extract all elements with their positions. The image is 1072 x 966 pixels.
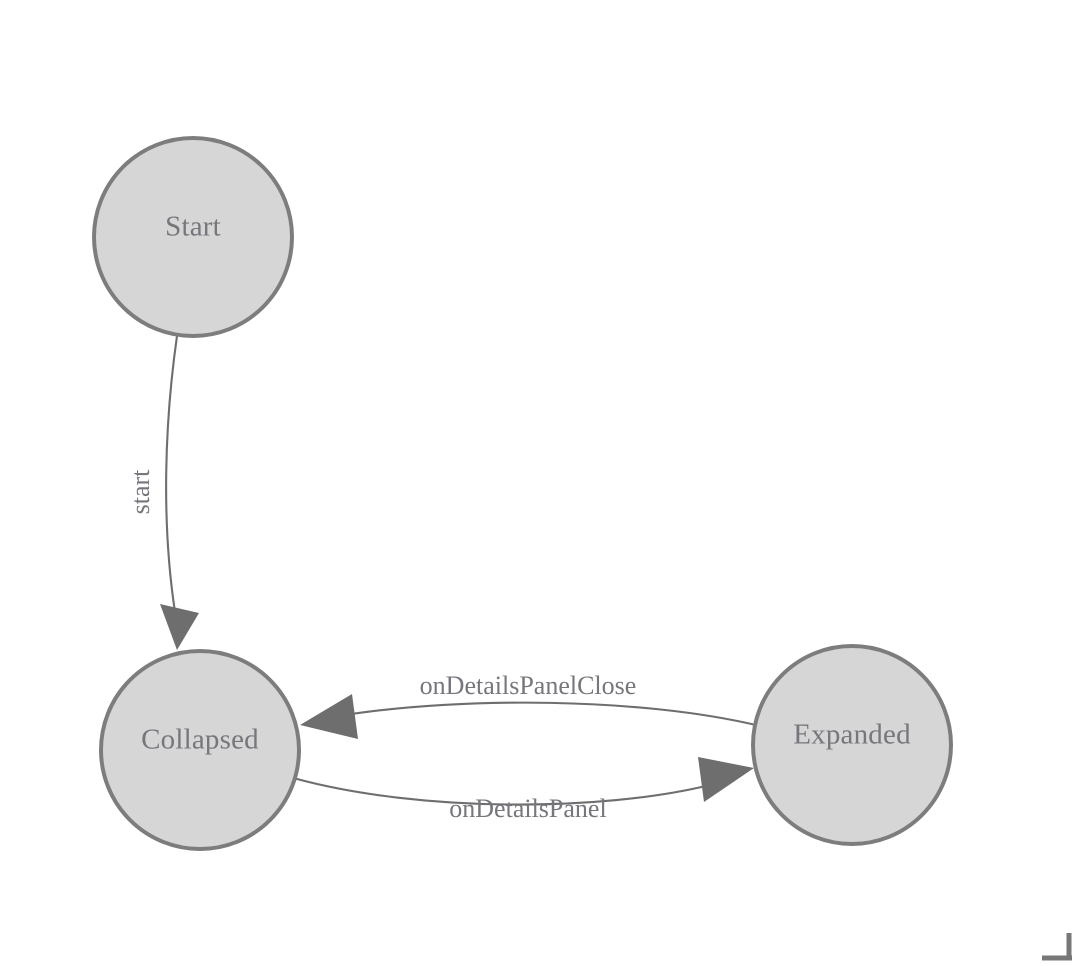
edge-label-on-details-panel-close: onDetailsPanelClose bbox=[420, 671, 637, 700]
node-start[interactable]: Start bbox=[92, 136, 294, 338]
edge-expanded-to-collapsed[interactable] bbox=[300, 694, 762, 739]
edge-start-to-collapsed-arrowhead bbox=[160, 604, 199, 650]
resize-handle[interactable] bbox=[1042, 933, 1072, 961]
node-collapsed-label: Collapsed bbox=[141, 724, 259, 756]
edge-expanded-to-collapsed-path bbox=[343, 701, 762, 728]
edge-label-start: start bbox=[126, 469, 155, 515]
edge-start-to-collapsed[interactable] bbox=[160, 334, 199, 650]
edge-collapsed-to-expanded[interactable] bbox=[295, 757, 754, 806]
node-start-circle bbox=[92, 136, 294, 338]
node-start-label: Start bbox=[165, 211, 221, 243]
edge-expanded-to-collapsed-arrowhead bbox=[300, 694, 358, 739]
node-collapsed[interactable]: Collapsed bbox=[99, 649, 301, 851]
edge-collapsed-to-expanded-arrowhead bbox=[698, 757, 754, 802]
edge-start-to-collapsed-path bbox=[165, 334, 179, 614]
edge-label-on-details-panel: onDetailsPanel bbox=[449, 794, 606, 823]
node-collapsed-circle bbox=[99, 649, 301, 851]
edge-collapsed-to-expanded-path bbox=[295, 777, 712, 806]
node-expanded-circle bbox=[751, 644, 953, 846]
node-expanded[interactable]: Expanded bbox=[751, 644, 953, 846]
node-expanded-label: Expanded bbox=[793, 719, 911, 751]
